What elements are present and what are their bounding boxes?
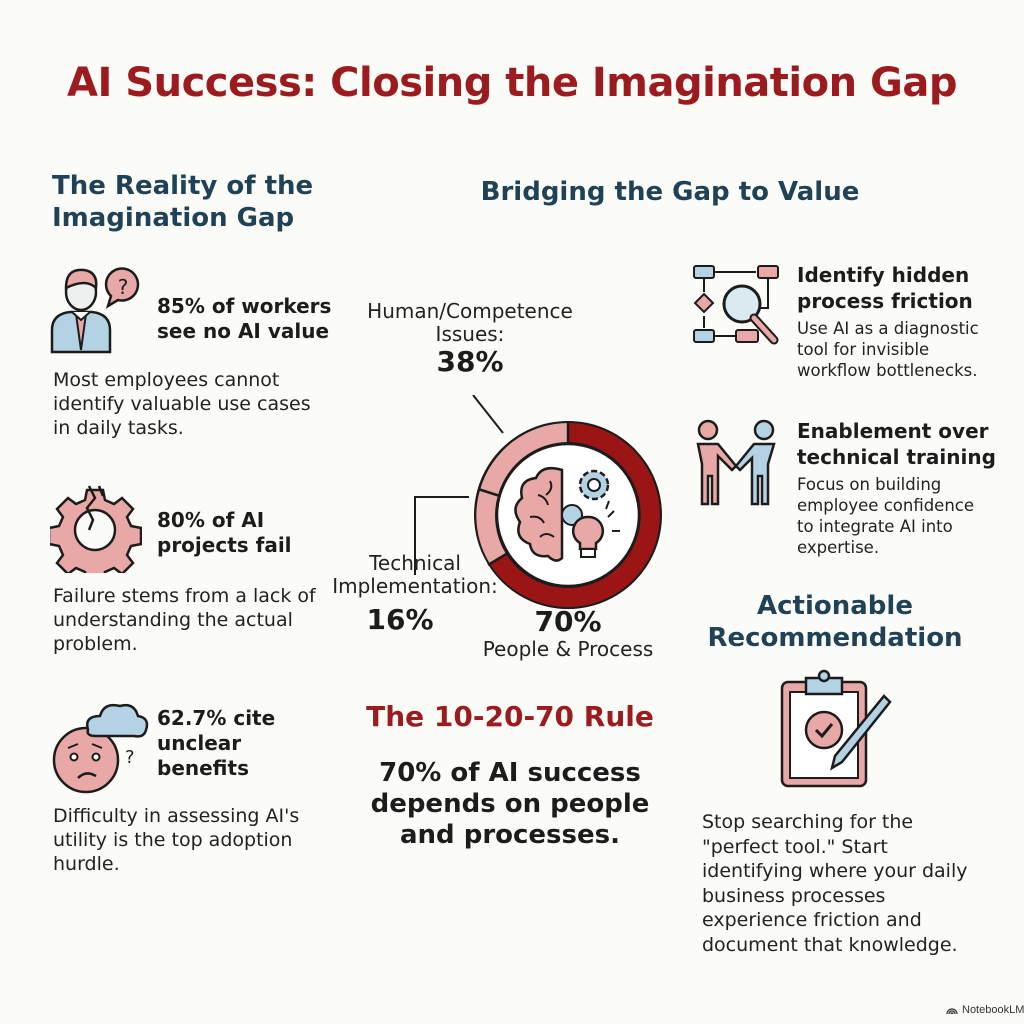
- desc-projects: Failure stems from a lack of understandi…: [53, 584, 316, 656]
- desc-line: identify valuable use cases: [53, 393, 311, 415]
- label-line: Technical: [369, 551, 461, 575]
- pct-people: 70%: [534, 605, 602, 638]
- svg-text:?: ?: [125, 747, 135, 768]
- rule-line: depends on people: [370, 789, 650, 819]
- rec-line: Stop searching for the: [702, 811, 914, 833]
- rule-line: and processes.: [400, 820, 620, 850]
- head-line: process friction: [797, 289, 973, 313]
- stat-line: 80% of AI: [157, 508, 265, 532]
- label-line: Implementation:: [332, 574, 498, 598]
- rule-line: 70% of AI success: [379, 758, 641, 788]
- desc-line: employee confidence: [797, 496, 975, 515]
- right-item2-heading: Enablement over technical training: [797, 418, 996, 470]
- brand-label: NotebookLM: [962, 1004, 1024, 1016]
- handshake-people-icon: [692, 418, 784, 514]
- desc-line: to integrate AI into: [797, 517, 953, 536]
- donut-chart: [405, 394, 695, 649]
- desc-line: Use AI as a diagnostic: [797, 319, 979, 338]
- rule-text: 70% of AI success depends on people and …: [340, 758, 680, 851]
- heading-line: Actionable: [757, 591, 913, 621]
- brain-icon: [514, 467, 564, 562]
- stat-line: 85% of workers: [157, 294, 332, 318]
- broken-gear-icon: [47, 485, 143, 584]
- recommendation-heading: Actionable Recommendation: [690, 590, 980, 654]
- left-heading-line2: Imagination Gap: [52, 203, 295, 233]
- stat-projects: 80% of AI projects fail: [157, 508, 292, 558]
- clipboard-check-pen-icon: [776, 668, 896, 796]
- head-line: Enablement over: [797, 419, 989, 443]
- stat-workers: 85% of workers see no AI value: [157, 294, 331, 344]
- desc-line: Focus on building: [797, 475, 942, 494]
- rec-line: experience friction and: [702, 909, 922, 931]
- stat-line: 62.7% cite: [157, 706, 276, 730]
- desc-line: utility is the top adoption: [53, 829, 293, 851]
- label-human-competence: Human/Competence Issues: 38%: [360, 300, 580, 378]
- notebooklm-logo-icon: [946, 1008, 958, 1015]
- label-line: Issues:: [435, 322, 505, 346]
- desc-line: expertise.: [797, 538, 880, 557]
- desc-workers: Most employees cannot identify valuable …: [53, 368, 311, 440]
- desc-line: Most employees cannot: [53, 369, 280, 391]
- right-item2-desc: Focus on building employee confidence to…: [797, 474, 974, 558]
- page-title: AI Success: Closing the Imagination Gap: [67, 60, 957, 106]
- svg-text:?: ?: [118, 275, 129, 299]
- head-line: technical training: [797, 445, 996, 469]
- stat-line: see no AI value: [157, 319, 330, 343]
- right-item1-heading: Identify hidden process friction: [797, 262, 973, 314]
- label-people-process: 70% People & Process: [468, 606, 668, 661]
- desc-line: Difficulty in assessing AI's: [53, 805, 300, 827]
- desc-line: in daily tasks.: [53, 417, 184, 439]
- desc-line: problem.: [53, 633, 138, 655]
- heading-line: Recommendation: [707, 623, 963, 653]
- notebooklm-brand: NotebookLM: [946, 1004, 1024, 1016]
- stat-line: benefits: [157, 756, 249, 780]
- rec-line: "perfect tool." Start: [702, 835, 888, 858]
- label-line: People & Process: [482, 637, 654, 661]
- rec-line: identifying where your daily: [702, 860, 968, 882]
- label-line: Human/Competence: [367, 299, 573, 323]
- desc-line: tool for invisible: [797, 340, 930, 359]
- desc-line: understanding the actual: [53, 609, 293, 631]
- recommendation-text: Stop searching for the "perfect tool." S…: [702, 810, 967, 957]
- rec-line: document that knowledge.: [702, 933, 958, 956]
- desc-line: hurdle.: [53, 853, 120, 875]
- left-heading-line1: The Reality of the: [52, 171, 314, 201]
- pct-human: 38%: [436, 345, 504, 378]
- stat-line: unclear: [157, 731, 242, 755]
- desc-line: Failure stems from a lack of: [53, 585, 316, 607]
- pct-tech: 16%: [366, 603, 434, 636]
- head-line: Identify hidden: [797, 263, 970, 287]
- desc-benefits: Difficulty in assessing AI's utility is …: [53, 804, 299, 876]
- stat-line: projects fail: [157, 533, 292, 557]
- left-section-heading: The Reality of the Imagination Gap: [52, 170, 313, 234]
- center-section-heading: Bridging the Gap to Value: [480, 177, 860, 207]
- worried-face-cloud-icon: ?: [50, 700, 150, 804]
- process-magnifier-icon: [690, 262, 786, 354]
- desc-line: workflow bottlenecks.: [797, 361, 978, 380]
- right-item1-desc: Use AI as a diagnostic tool for invisibl…: [797, 318, 979, 381]
- rule-heading: The 10-20-70 Rule: [366, 700, 654, 733]
- label-technical: Technical Implementation: 16%: [320, 552, 510, 636]
- stat-benefits: 62.7% cite unclear benefits: [157, 706, 275, 781]
- confused-worker-icon: ?: [46, 262, 146, 361]
- rec-line: business processes: [702, 884, 886, 907]
